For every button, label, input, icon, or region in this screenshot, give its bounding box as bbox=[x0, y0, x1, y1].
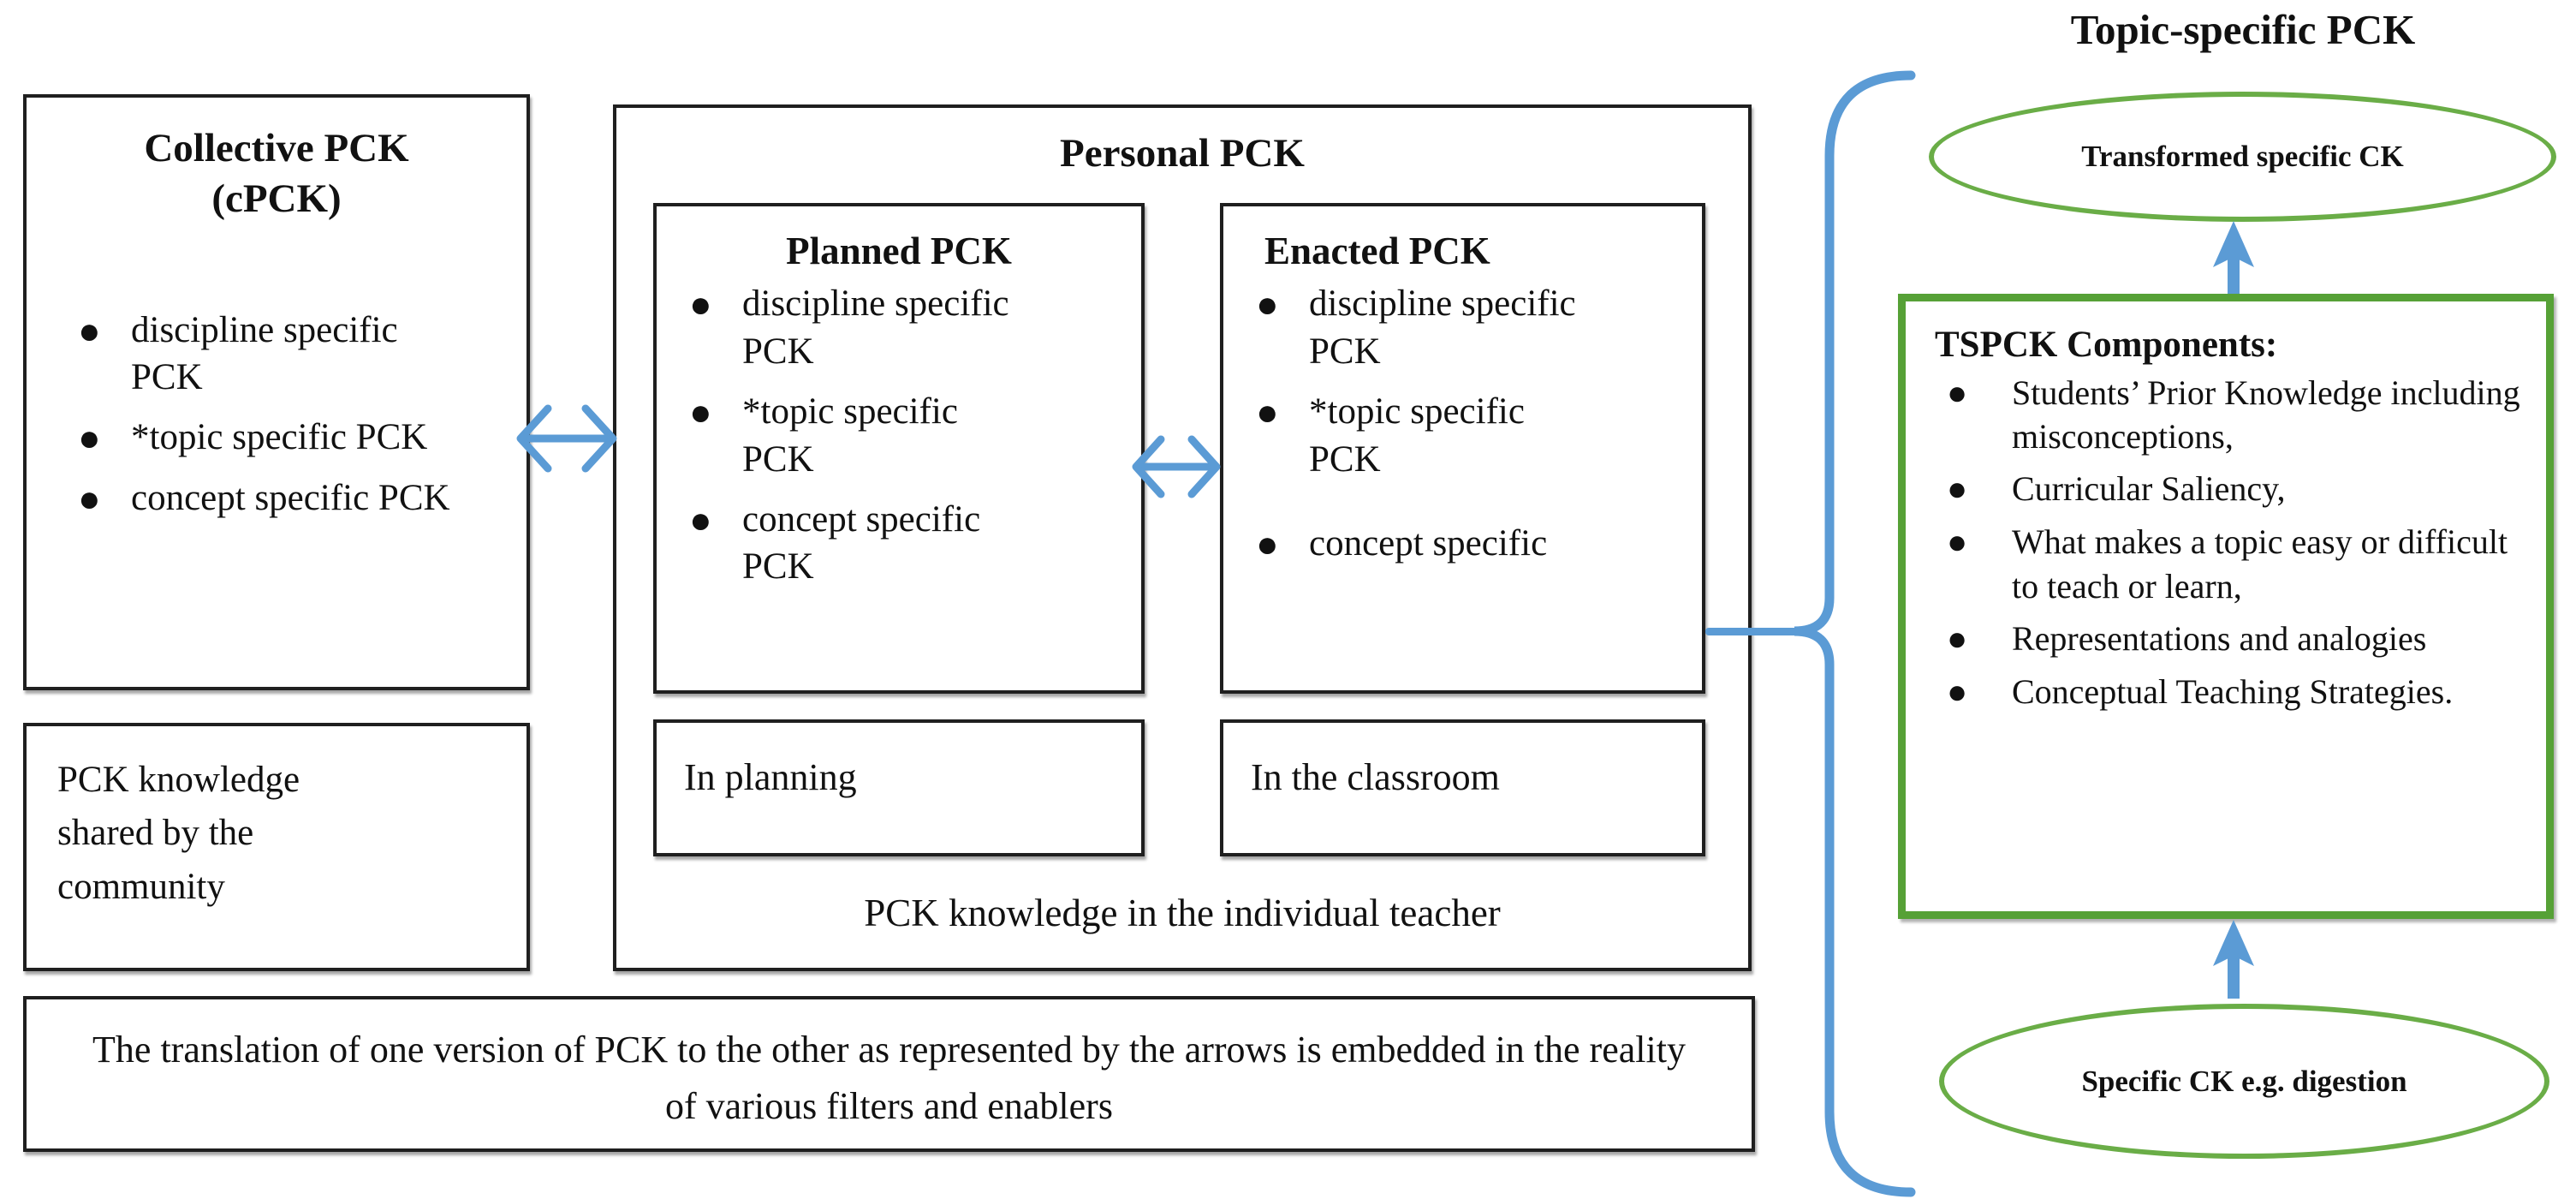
bullet-text: Representations and analogies bbox=[2012, 618, 2427, 658]
bullet-icon: ● bbox=[78, 309, 101, 352]
bullet-icon: ● bbox=[1947, 469, 1968, 509]
enacted-pck-box: Enacted PCK ● discipline specific PCK ● *t… bbox=[1220, 203, 1705, 694]
tspck-components-box: TSPCK Components: ● Students’ Prior Knowl… bbox=[1898, 294, 2554, 919]
list-item: ● Conceptual Teaching Strategies. bbox=[1947, 670, 2546, 714]
list-item: ● concept specific bbox=[1256, 520, 1702, 569]
transformed-ck-ellipse: Transformed specific CK bbox=[1929, 92, 2556, 222]
specific-ck-ellipse: Specific CK e.g. digestion bbox=[1939, 1004, 2549, 1159]
list-item: ● Representations and analogies bbox=[1947, 617, 2546, 661]
personal-pck-title: Personal PCK bbox=[1060, 131, 1305, 176]
list-item: ● *topic specific PCK bbox=[78, 414, 527, 462]
bullet-icon: ● bbox=[1947, 618, 1968, 658]
collective-pck-bullet-list: ● discipline specific PCK ● *topic specifi… bbox=[78, 307, 527, 524]
double-arrow-icon bbox=[516, 404, 617, 473]
curly-brace-icon bbox=[1794, 70, 1916, 1197]
community-knowledge-text: PCK knowledge shared by the community bbox=[57, 760, 300, 907]
in-planning-text: In planning bbox=[684, 756, 857, 798]
transformed-ck-text: Transformed specific CK bbox=[2081, 140, 2404, 173]
bullet-text: *topic specific PCK bbox=[1309, 391, 1525, 480]
list-item: ● concept specific PCK bbox=[78, 474, 527, 523]
planned-pck-box: Planned PCK ● discipline specific PCK ● *t… bbox=[653, 203, 1145, 694]
list-item: ● What makes a topic easy or difficult to… bbox=[1947, 520, 2546, 607]
list-item: ● concept specific PCK bbox=[689, 496, 1141, 592]
translation-note-box: The translation of one version of PCK to… bbox=[23, 996, 1755, 1152]
enacted-pck-title: Enacted PCK bbox=[1264, 230, 1490, 272]
bullet-icon: ● bbox=[78, 478, 101, 521]
bullet-text: What makes a topic easy or difficult to … bbox=[2012, 522, 2508, 605]
up-arrow-icon bbox=[2213, 221, 2254, 300]
bullet-icon: ● bbox=[1947, 522, 1968, 562]
bullet-text: concept specific PCK bbox=[131, 478, 450, 519]
bullet-icon: ● bbox=[1256, 391, 1279, 433]
collective-pck-title-line1: Collective PCK bbox=[144, 126, 409, 170]
tspck-components-title: TSPCK Components: bbox=[1935, 325, 2278, 365]
bullet-icon: ● bbox=[689, 391, 712, 433]
bullet-text: Curricular Saliency, bbox=[2012, 469, 2286, 509]
list-item: ● discipline specific PCK bbox=[1256, 280, 1702, 376]
list-item: ● discipline specific PCK bbox=[78, 307, 527, 403]
double-arrow-icon bbox=[1132, 435, 1221, 498]
individual-teacher-caption: PCK knowledge in the individual teacher bbox=[864, 892, 1501, 934]
in-classroom-text: In the classroom bbox=[1251, 756, 1500, 798]
up-arrow-icon bbox=[2213, 920, 2254, 999]
bullet-text: Conceptual Teaching Strategies. bbox=[2012, 671, 2454, 711]
list-item: ● discipline specific PCK bbox=[689, 280, 1141, 376]
bullet-text: *topic specific PCK bbox=[131, 417, 428, 458]
collective-pck-title-line2: (cPCK) bbox=[211, 176, 342, 221]
translation-note-text: The translation of one version of PCK to… bbox=[92, 1029, 1686, 1127]
in-planning-box: In planning bbox=[653, 719, 1145, 856]
bullet-text: concept specific bbox=[1309, 522, 1548, 564]
list-item: ● *topic specific PCK bbox=[1256, 388, 1702, 484]
bullet-icon: ● bbox=[1256, 283, 1279, 325]
bullet-text: discipline specific PCK bbox=[742, 283, 1009, 372]
brace-connector-line bbox=[1705, 628, 1806, 635]
planned-pck-bullet-list: ● discipline specific PCK ● *topic specifi… bbox=[689, 280, 1141, 591]
collective-pck-title: Collective PCK (cPCK) bbox=[27, 123, 527, 224]
bullet-text: discipline specific PCK bbox=[131, 309, 398, 398]
collective-pck-box: Collective PCK (cPCK) ● discipline specif… bbox=[23, 94, 530, 690]
planned-pck-title: Planned PCK bbox=[786, 230, 1012, 272]
tspck-bullet-list: ● Students’ Prior Knowledge including mis… bbox=[1947, 371, 2546, 714]
list-item: ● Students’ Prior Knowledge including mis… bbox=[1947, 371, 2546, 458]
bullet-icon: ● bbox=[1947, 671, 1968, 711]
specific-ck-text: Specific CK e.g. digestion bbox=[2081, 1064, 2407, 1098]
bullet-text: *topic specific PCK bbox=[742, 391, 958, 480]
topic-specific-pck-title: Topic-specific PCK bbox=[2070, 6, 2416, 53]
bullet-icon: ● bbox=[1256, 522, 1279, 565]
bullet-icon: ● bbox=[1947, 373, 1968, 412]
in-classroom-box: In the classroom bbox=[1220, 719, 1705, 856]
community-knowledge-box: PCK knowledge shared by the community bbox=[23, 723, 530, 971]
bullet-icon: ● bbox=[78, 417, 101, 460]
list-item: ● *topic specific PCK bbox=[689, 388, 1141, 484]
bullet-icon: ● bbox=[689, 283, 712, 325]
bullet-text: concept specific PCK bbox=[742, 498, 981, 588]
list-item: ● Curricular Saliency, bbox=[1947, 467, 2546, 511]
enacted-pck-bullet-list: ● discipline specific PCK ● *topic specifi… bbox=[1256, 280, 1702, 569]
bullet-text: discipline specific PCK bbox=[1309, 283, 1576, 372]
bullet-icon: ● bbox=[689, 498, 712, 541]
bullet-text: Students’ Prior Knowledge including misc… bbox=[2012, 373, 2520, 456]
